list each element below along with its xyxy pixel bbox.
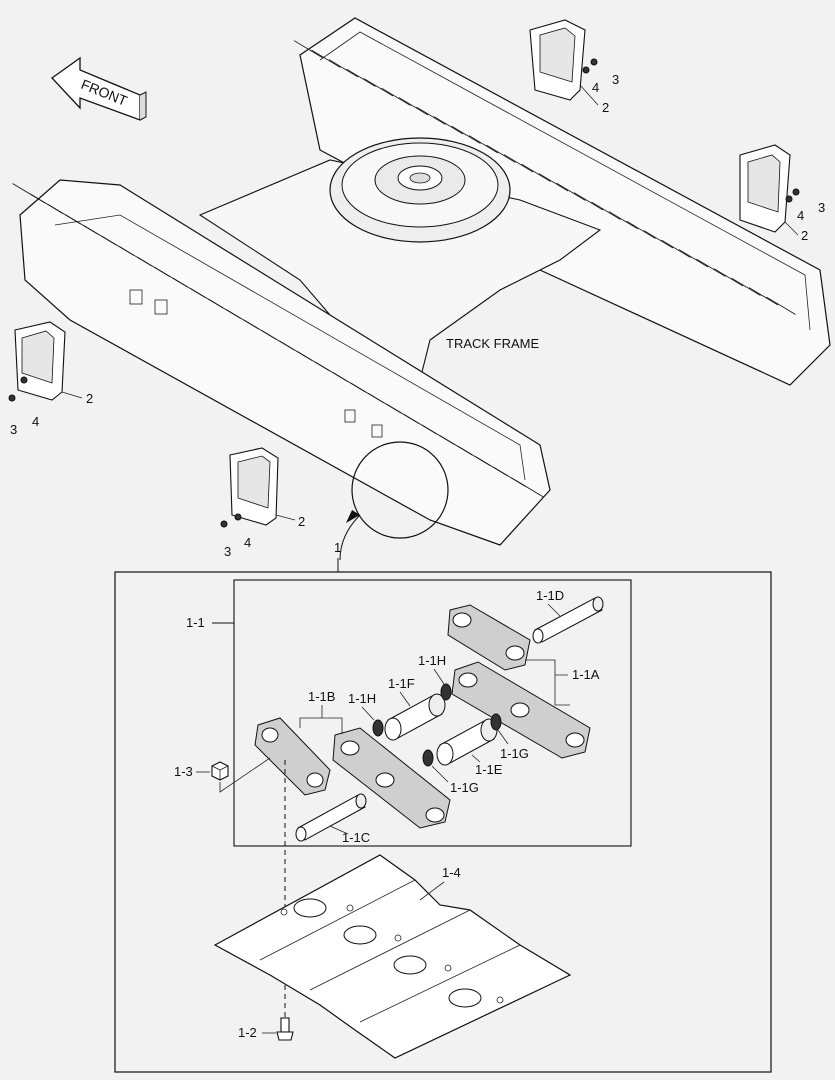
track-shoe-rib	[363, 78, 394, 97]
track-shoe-rib	[661, 239, 691, 258]
callout-3-front-1: 3	[10, 422, 17, 437]
callout-1-1h-upper: 1-1H	[418, 653, 446, 668]
callout-4-front-2: 4	[244, 535, 251, 550]
track-link-1-1b-right	[332, 727, 451, 829]
track-shoe-rib	[556, 182, 586, 201]
callout-1-1h-lower: 1-1H	[348, 691, 376, 706]
track-shoe-rib	[713, 268, 744, 287]
callout-1-1c: 1-1C	[342, 830, 370, 845]
track-shoe-rib	[451, 125, 481, 144]
callout-1-4: 1-4	[442, 865, 461, 880]
detail-box-outer	[114, 571, 772, 1073]
center-frame: TRACK FRAME	[198, 137, 602, 381]
track-guard-rear-2: 2 3 4	[739, 144, 825, 243]
callout-3-rear-2: 3	[818, 200, 825, 215]
track-shoe-rib	[678, 249, 709, 268]
bolt-1-2	[276, 1017, 294, 1041]
callout-4-rear-1: 4	[592, 80, 599, 95]
front-track	[12, 179, 551, 546]
callout-1-1a: 1-1A	[572, 667, 600, 682]
track-shoe-rib	[328, 59, 359, 78]
track-shoe-1-4	[213, 854, 572, 1059]
callout-1-1g-right: 1-1G	[500, 746, 529, 761]
track-shoe-rib	[381, 87, 411, 106]
track-shoe-rib	[346, 68, 376, 87]
callout-4-front-1: 4	[32, 414, 39, 429]
track-shoe-rib	[643, 230, 674, 249]
track-shoe-rib	[748, 287, 779, 306]
seals	[372, 683, 502, 767]
track-frame-label: TRACK FRAME	[446, 336, 540, 351]
callout-1-1f: 1-1F	[388, 676, 415, 691]
track-shoe-rib	[416, 106, 446, 125]
callout-1-1b: 1-1B	[308, 689, 335, 704]
track-shoe-rib	[766, 296, 796, 315]
callout-2-rear-1: 2	[602, 100, 609, 115]
callout-2-rear-2: 2	[801, 228, 808, 243]
track-shoe-rib	[503, 154, 534, 173]
track-shoe-rib	[573, 192, 604, 211]
track-shoe-rib	[468, 135, 499, 154]
callout-1-1g-left: 1-1G	[450, 780, 479, 795]
track-shoe-rib	[398, 97, 429, 116]
track-shoe-rib	[731, 277, 761, 296]
detail-box-link	[233, 579, 632, 847]
callout-4-rear-2: 4	[797, 208, 804, 223]
callout-1-3: 1-3	[174, 764, 193, 779]
callout-1-2: 1-2	[238, 1025, 257, 1040]
track-shoe-rib	[696, 258, 726, 277]
pin-1-1d	[532, 596, 604, 644]
track-shoe-rib	[521, 163, 551, 182]
detail-circle	[351, 441, 449, 539]
nut-1-3	[211, 761, 229, 781]
callout-3-rear-1: 3	[612, 72, 619, 87]
track-shoe-rib	[311, 49, 341, 68]
track-link-1-1a-upper	[447, 604, 531, 671]
track-shoe-rib	[626, 220, 656, 239]
callout-1-1e: 1-1E	[475, 762, 503, 777]
track-shoe-rib	[591, 201, 621, 220]
track-shoe-rib	[538, 173, 569, 192]
track-shoe-rib	[608, 211, 639, 230]
track-guard-front-1: 2 3 4	[8, 321, 93, 437]
callout-2-front-2: 2	[298, 514, 305, 529]
callout-1-1: 1-1	[186, 615, 205, 630]
track-shoe-rib	[510, 477, 544, 498]
track-shoe-rib	[293, 40, 324, 59]
track-guard-rear-1: 2 3 4	[529, 19, 619, 115]
bushing-1-1f	[384, 693, 446, 741]
track-link-1-1b-left	[254, 717, 331, 796]
track-guard-front-2: 2 3 4	[220, 447, 305, 559]
callout-2-front-1: 2	[86, 391, 93, 406]
callout-1: 1	[334, 540, 341, 555]
track-link-1-1a-lower	[451, 661, 591, 759]
callout-1-1d: 1-1D	[536, 588, 564, 603]
track-shoe-rib	[486, 144, 516, 163]
bushing-1-1e	[436, 718, 498, 766]
track-shoe-rib	[433, 116, 464, 135]
pin-1-1c	[295, 793, 367, 842]
callout-3-front-2: 3	[224, 544, 231, 559]
